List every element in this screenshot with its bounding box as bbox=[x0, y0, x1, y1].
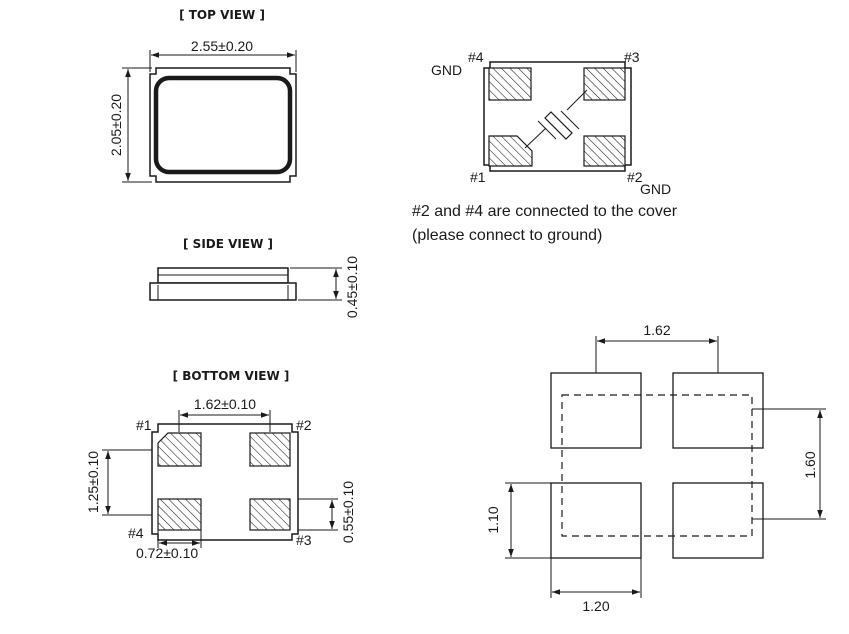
side-view-body bbox=[149, 282, 297, 301]
bottom-view-title: [ BOTTOM VIEW ] bbox=[173, 369, 290, 383]
pin-2-label: #2 bbox=[627, 169, 643, 185]
pin-pad-1 bbox=[488, 135, 533, 167]
land-pad-bottom-right bbox=[672, 482, 764, 559]
bottom-pad-4 bbox=[157, 498, 202, 531]
top-view: [ TOP VIEW ] 2.55±0.20 2.05±0.20 bbox=[108, 8, 297, 183]
pin-3-label: #3 bbox=[624, 49, 640, 65]
bottom-pad-width-label: 0.72±0.10 bbox=[136, 545, 198, 561]
top-view-title: [ TOP VIEW ] bbox=[179, 8, 265, 22]
land-pattern: 1.62 1.60 1.10 1.20 bbox=[485, 322, 826, 614]
pin-2-gnd-label: GND bbox=[640, 181, 671, 197]
land-pitch-x-label: 1.62 bbox=[643, 322, 670, 338]
bottom-pad-2 bbox=[249, 432, 291, 467]
pin-pad-3 bbox=[583, 67, 626, 101]
ground-note-line-1: #2 and #4 are connected to the cover bbox=[412, 203, 678, 220]
pin-4-gnd-label: GND bbox=[431, 62, 462, 78]
land-width-label: 1.20 bbox=[582, 598, 609, 614]
side-view-title: [ SIDE VIEW ] bbox=[183, 237, 273, 251]
bottom-pad-1 bbox=[157, 432, 202, 467]
land-pad-top-left bbox=[550, 372, 642, 449]
bottom-pin-1-label: #1 bbox=[136, 417, 152, 433]
bottom-pad-3 bbox=[249, 498, 291, 531]
top-height-label: 2.05±0.20 bbox=[108, 94, 124, 156]
top-view-lid bbox=[153, 75, 293, 175]
land-pad-bottom-left bbox=[550, 482, 642, 559]
bottom-pin-2-label: #2 bbox=[296, 417, 312, 433]
bottom-pin-3-label: #3 bbox=[296, 532, 312, 548]
bottom-pitch-y-label: 1.25±0.10 bbox=[85, 451, 101, 513]
pin-diagram: #4 GND #3 #1 #2 GND #2 and #4 are connec… bbox=[412, 49, 678, 244]
pin-4-label: #4 bbox=[468, 49, 484, 65]
bottom-pitch-x-label: 1.62±0.10 bbox=[194, 396, 256, 412]
pin-1-label: #1 bbox=[470, 169, 486, 185]
bottom-pad-height-label: 0.55±0.10 bbox=[340, 481, 356, 543]
bottom-pin-4-label: #4 bbox=[128, 525, 144, 541]
package-outline-dashed bbox=[561, 394, 753, 537]
top-width-label: 2.55±0.20 bbox=[191, 38, 253, 54]
crystal-symbol bbox=[524, 89, 588, 149]
bottom-view: [ BOTTOM VIEW ] #1 #2 #4 #3 1.62±0.10 1.… bbox=[85, 369, 356, 561]
land-height-label: 1.10 bbox=[485, 506, 501, 533]
side-view: [ SIDE VIEW ] 0.45±0.10 bbox=[149, 237, 360, 318]
ground-note-line-2: (please connect to ground) bbox=[412, 227, 602, 244]
land-pad-top-right bbox=[672, 372, 764, 449]
crystal-element bbox=[544, 111, 573, 140]
side-thickness-label: 0.45±0.10 bbox=[344, 256, 360, 318]
pin-pad-4 bbox=[488, 67, 532, 101]
land-pitch-y-label: 1.60 bbox=[802, 451, 818, 478]
pin-pad-2 bbox=[583, 135, 626, 167]
